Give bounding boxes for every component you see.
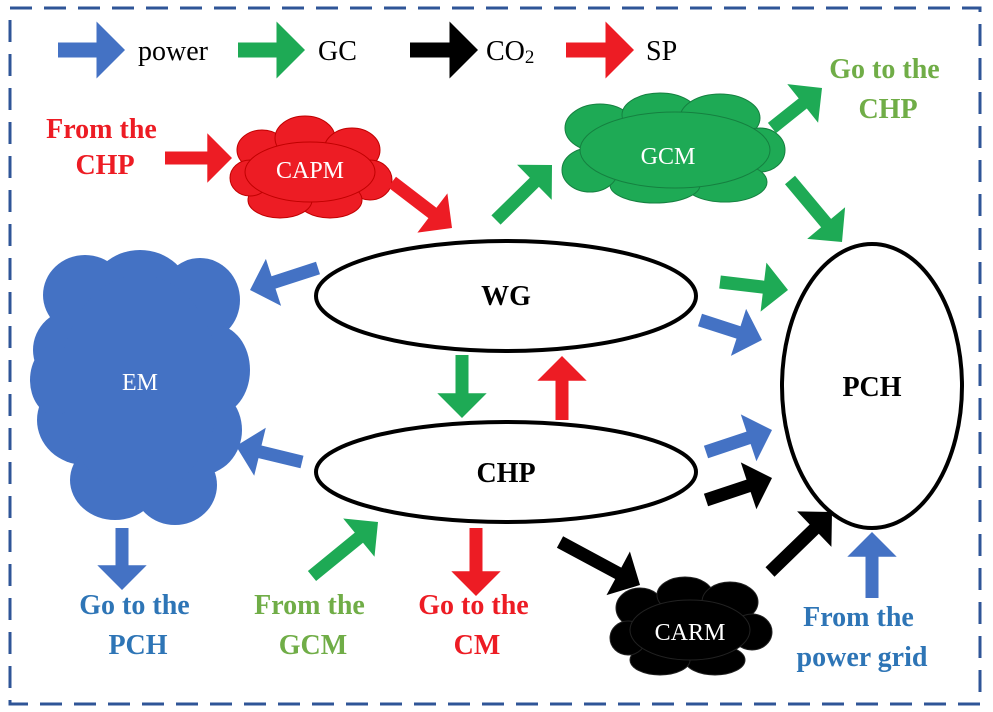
capm-label: CAPM [276,158,344,184]
em-cloud [30,250,250,525]
em-label: EM [122,370,158,396]
arrow-shape [767,84,822,134]
arrow-gcm-to-out [767,84,822,134]
go-to-chp-label: Go to the CHP [829,54,946,125]
legend-co2-main: CO [486,36,525,67]
arrow-chp-power-to-pch [703,414,772,462]
arrow-shape [719,262,788,312]
arrow-shape [703,414,772,462]
from-grid-label: From the power grid [797,602,928,673]
arrow-chp-to-wg [537,356,587,420]
chp-node [314,420,698,524]
carm-label: CARM [655,620,726,646]
wg-node [314,239,698,353]
arrow-shape [537,356,587,420]
arrow-shape [566,21,634,79]
arrow-capm-to-wg [388,176,452,233]
arrow-from-chp-to-capm [165,133,232,183]
go-to-chp-line2: CHP [858,94,917,125]
legend-co2-sub: 2 [525,47,535,68]
em-to-pch-label: Go to the PCH [79,590,196,661]
arrow-wg-to-chp [437,355,487,418]
from-gcm-line2: GCM [279,630,347,661]
from-gcm-line1: From the [254,590,365,621]
legend-power-label: power [138,36,209,67]
arrow-shape [165,133,232,183]
legend-power-arrow [58,21,125,79]
pch-label: PCH [842,372,901,403]
arrow-gcm-to-pch [785,175,846,242]
arrow-shape [437,355,487,418]
dashed-frame [8,6,982,706]
legend-sp-label: SP [646,36,677,67]
arrow-shape [765,511,832,577]
arrow-shape [236,427,304,476]
em-to-pch-line2: PCH [108,630,167,661]
go-to-chp-line1: Go to the [829,54,939,85]
em-to-pch-line1: Go to the [79,590,189,621]
pch-node [780,242,964,530]
legend-gc-arrow [238,21,305,79]
chp-label: CHP [476,458,535,489]
capm-cloud [229,115,393,219]
legend: power GC CO2 SP [58,21,677,79]
arrow-chp-to-cm [451,528,501,596]
arrow-wg-power-to-pch [698,308,762,356]
go-to-cm-line1: Go to the [418,590,528,621]
from-chp-label: From the CHP [46,114,164,181]
arrow-wg-to-em [250,258,320,306]
from-grid-line2: power grid [797,642,928,673]
from-chp-line2: CHP [75,150,134,181]
arrow-shape [847,532,897,598]
arrow-shape [58,21,125,79]
arrow-shape [556,536,640,596]
legend-sp-arrow [566,21,634,79]
arrow-shape [410,21,478,79]
arrow-chp-to-carm [556,536,640,596]
arrow-chp-co2-to-pch [703,462,772,510]
arrow-shape [785,175,846,242]
arrow-shape [451,528,501,596]
arrow-em-to-pch [97,528,147,590]
legend-gc-label: GC [318,36,357,67]
arrow-gcm-to-chp [307,518,378,581]
carm-cloud [609,576,773,676]
go-to-cm-label: Go to the CM [418,590,535,661]
arrow-shape [491,164,552,225]
arrow-wg-gc-to-pch [719,262,788,312]
arrow-wg-to-gcm [491,164,552,225]
gcm-cloud [561,92,786,204]
arrow-carm-to-pch [765,511,832,577]
from-gcm-label: From the GCM [254,590,372,661]
arrow-shape [703,462,772,510]
arrow-shape [698,308,762,356]
from-grid-line1: From the [803,602,914,633]
arrow-shape [250,258,320,306]
arrow-shape [388,176,452,233]
arrow-shape [307,518,378,581]
arrow-grid-to-pch [847,532,897,598]
legend-co2-arrow [410,21,478,79]
arrow-shape [238,21,305,79]
go-to-cm-line2: CM [454,630,501,661]
arrow-shape [97,528,147,590]
arrow-chp-to-em [236,427,304,476]
from-chp-line1: From the [46,114,157,145]
wg-label: WG [481,281,531,312]
legend-co2-label: CO2 [486,36,534,68]
gcm-label: GCM [641,144,696,170]
